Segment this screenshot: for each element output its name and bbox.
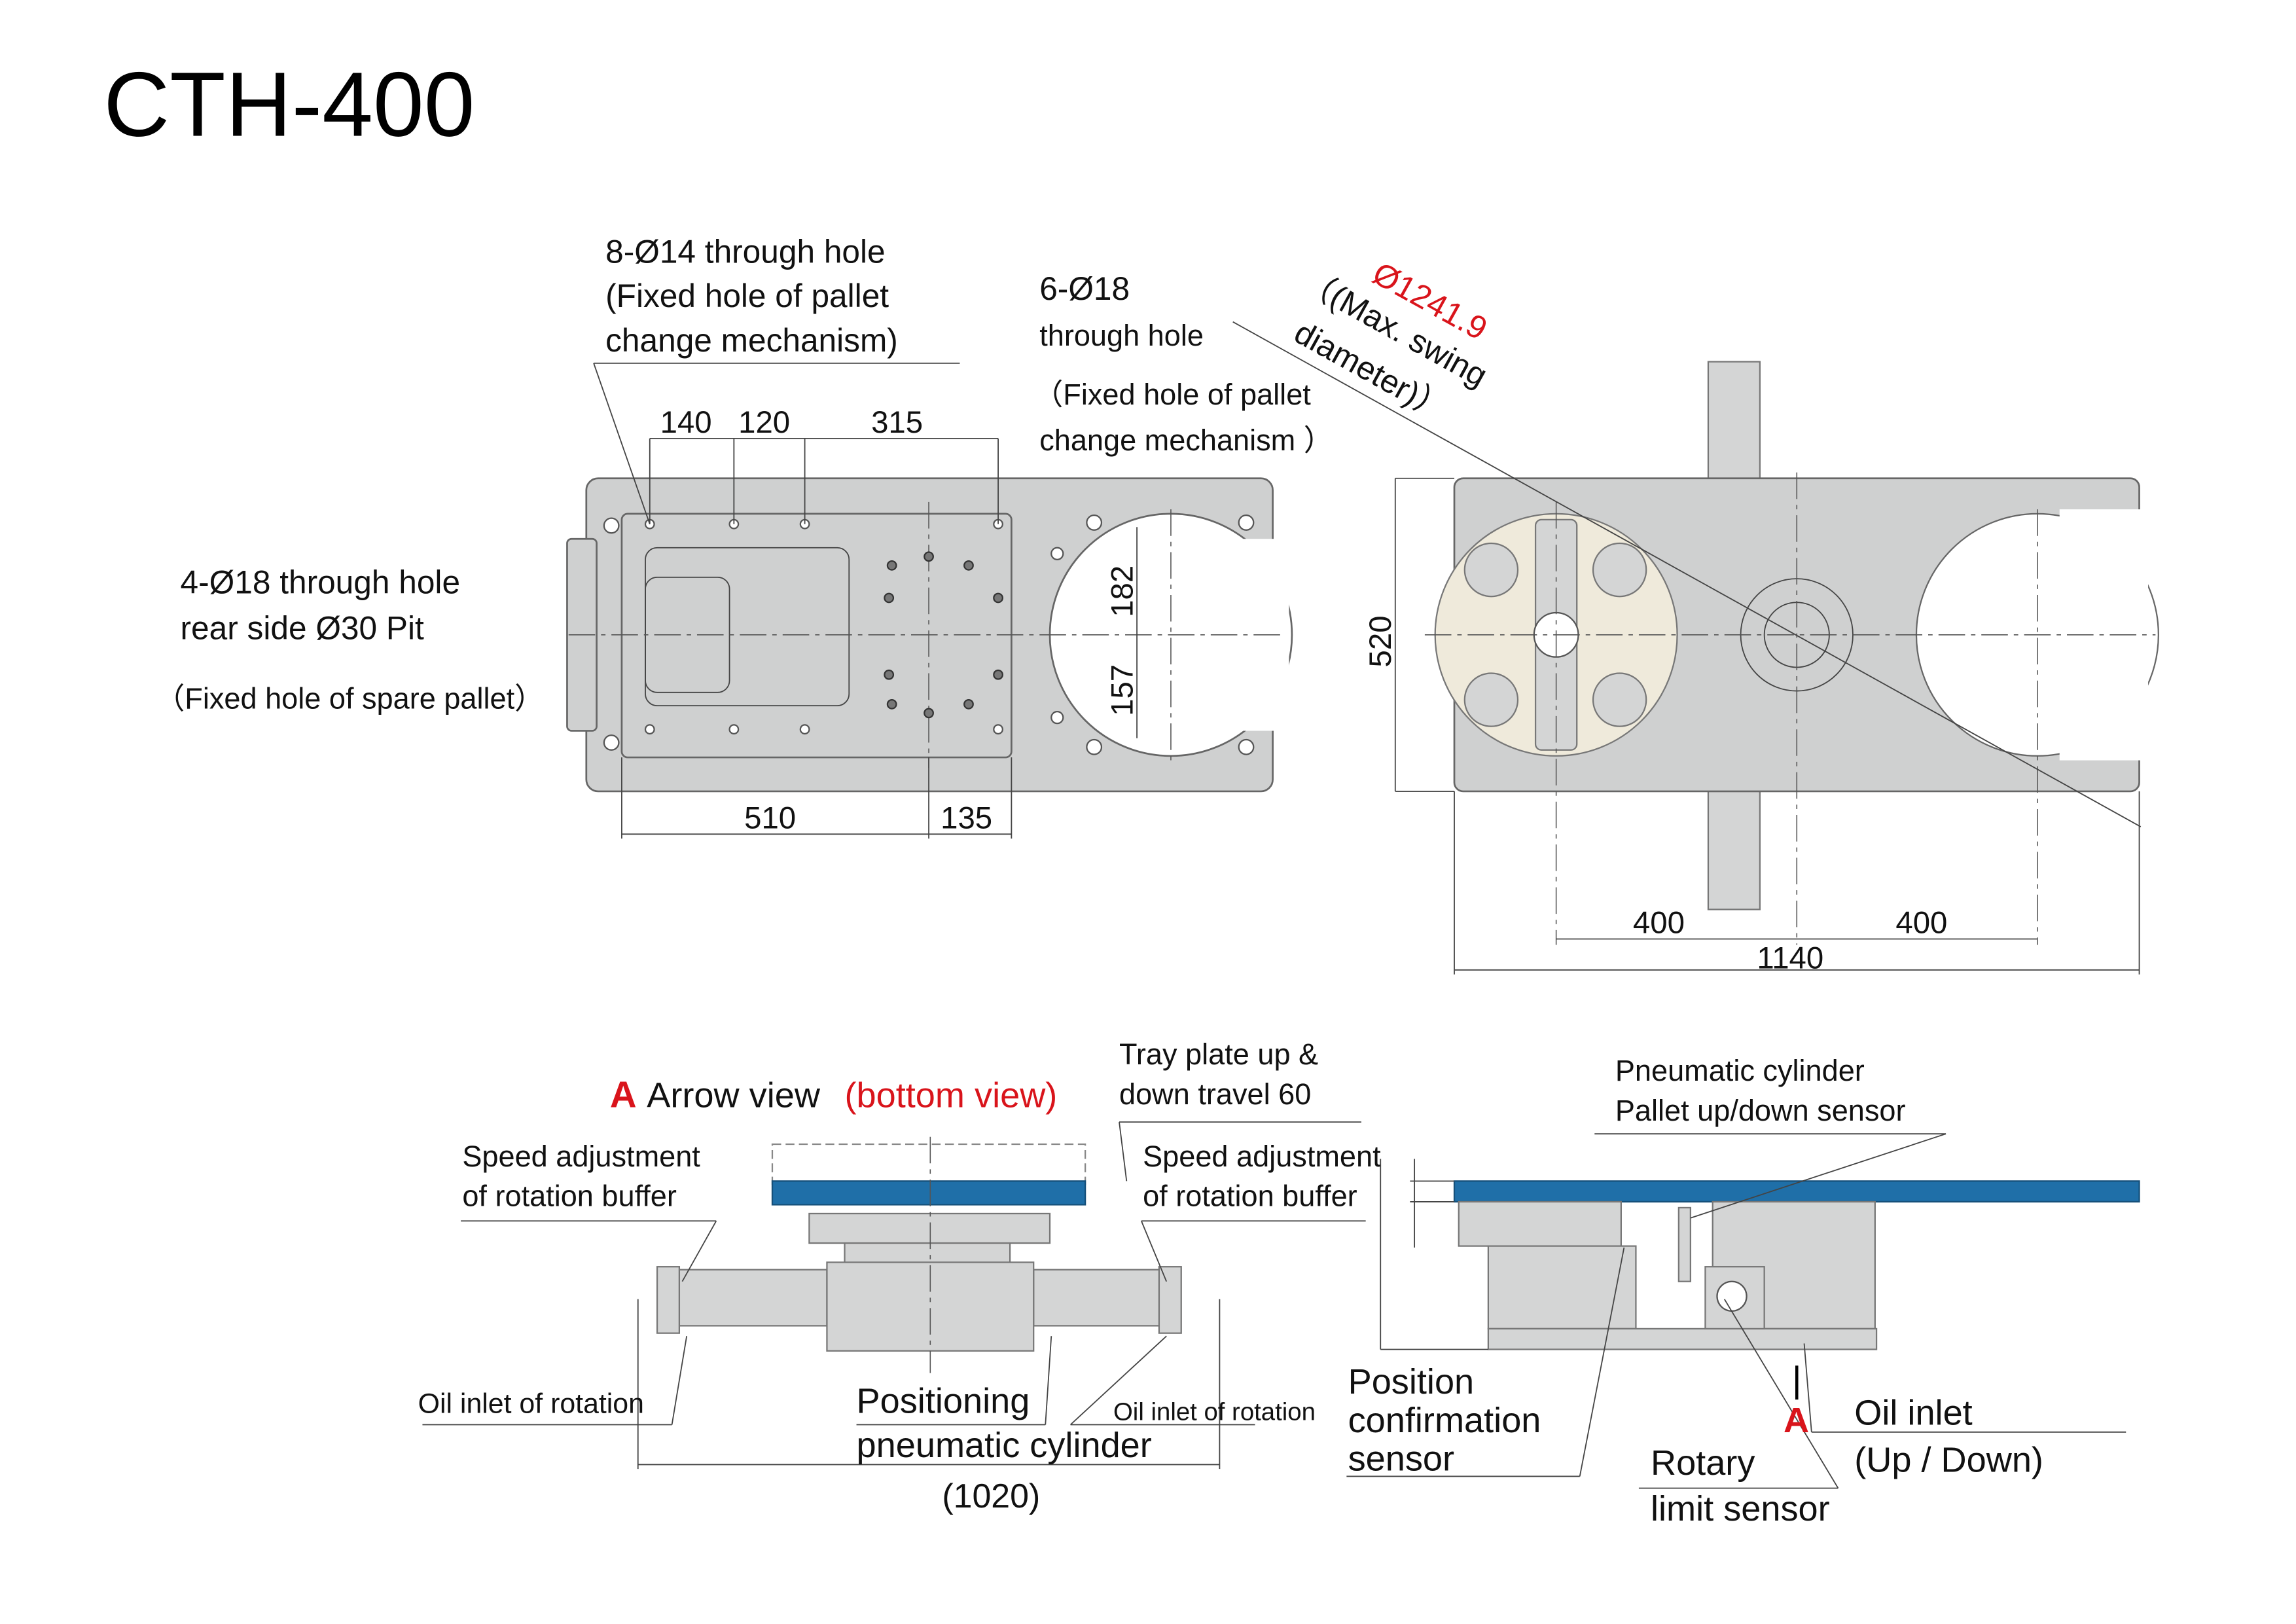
dim-120: 120 — [738, 405, 790, 440]
dim-400-left: 400 — [1633, 905, 1685, 940]
dim-1140: 1140 — [1757, 941, 1823, 976]
position-sensor-2: confirmation — [1348, 1401, 1541, 1440]
arrow-view-heading: Arrow view — [647, 1076, 821, 1115]
tray-travel-2: down travel 60 — [1119, 1077, 1311, 1111]
positioning-1: Positioning — [857, 1381, 1030, 1420]
label-8-hole-1: 8-Ø14 through hole — [605, 233, 885, 270]
label-4-hole-1: 4-Ø18 through hole — [181, 564, 460, 601]
page-title: CTH-400 — [103, 53, 475, 156]
position-sensor-3: sensor — [1348, 1439, 1454, 1478]
dim-520: 520 — [1363, 615, 1398, 667]
rotary-sensor-2: limit sensor — [1651, 1489, 1830, 1528]
mounting-holes — [603, 514, 1255, 755]
label-4-hole-2: rear side Ø30 Pit — [181, 610, 424, 647]
label-6-hole-3: （Fixed hole of pallet — [1033, 378, 1311, 411]
oil-inlet-2: (Up / Down) — [1854, 1441, 2043, 1480]
pneumatic-2: Pallet up/down sensor — [1615, 1094, 1906, 1127]
arrow-view-letter: A — [610, 1074, 637, 1115]
dim-315: 315 — [871, 405, 923, 440]
label-6-hole-1: 6-Ø18 — [1039, 270, 1130, 307]
bottom-right-side-view: Pneumatic cylinder Pallet up/down sensor… — [1346, 1054, 2140, 1528]
label-6-hole-4: change mechanism ） — [1039, 424, 1333, 457]
label-6-hole-2: through hole — [1039, 319, 1204, 352]
positioning-2: pneumatic cylinder — [857, 1426, 1152, 1465]
label-8-hole-3: change mechanism) — [605, 322, 898, 359]
pneumatic-1: Pneumatic cylinder — [1615, 1054, 1865, 1087]
dim-182: 182 — [1105, 566, 1139, 617]
label-4-hole-3: （Fixed hole of spare pallet） — [155, 682, 544, 715]
dim-135: 135 — [941, 801, 992, 835]
oil-inlet-left: Oil inlet of rotation — [418, 1388, 644, 1419]
width-1020: (1020) — [942, 1477, 1040, 1515]
position-sensor-1: Position — [1348, 1362, 1475, 1401]
label-8-hole-2: (Fixed hole of pallet — [605, 278, 889, 314]
speed-left-2: of rotation buffer — [462, 1180, 677, 1213]
arrow-a-marker: A — [1784, 1401, 1809, 1440]
oil-inlet-1: Oil inlet — [1854, 1394, 1972, 1433]
rotary-sensor-1: Rotary — [1651, 1443, 1755, 1483]
tray-travel-1: Tray plate up & — [1119, 1038, 1318, 1071]
speed-left-1: Speed adjustment — [462, 1140, 700, 1173]
dim-157: 157 — [1105, 664, 1139, 716]
speed-right-1: Speed adjustment — [1143, 1140, 1381, 1173]
oil-inlet-right: Oil inlet of rotation — [1113, 1398, 1316, 1426]
top-right-plan-view: 520 400 400 1140 Ø1241.9 （(Max. swing di… — [1232, 255, 2159, 976]
bottom-left-arrow-view: A Arrow view (bottom view) Tray plate up… — [418, 1038, 1381, 1515]
speed-right-2: of rotation buffer — [1143, 1180, 1357, 1213]
arrow-view-sub: (bottom view) — [845, 1076, 1058, 1115]
top-left-plan-view: 140 120 315 182 157 510 135 8-Ø14 throug… — [155, 233, 1333, 839]
dim-510: 510 — [744, 801, 796, 835]
dim-140: 140 — [660, 405, 712, 440]
dim-400-right: 400 — [1895, 905, 1947, 940]
